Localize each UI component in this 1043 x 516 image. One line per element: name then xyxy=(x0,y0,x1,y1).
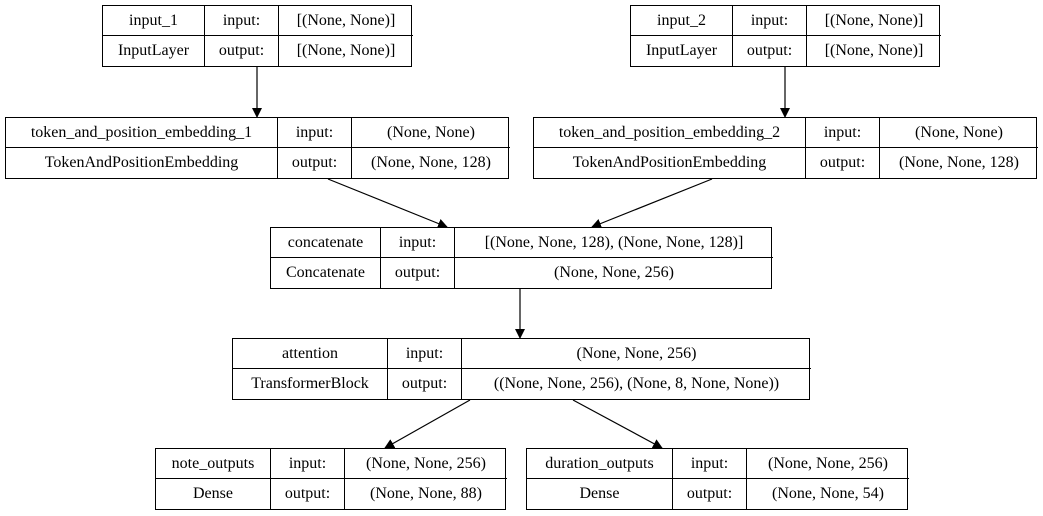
layer-name: token_and_position_embedding_2 xyxy=(534,118,806,148)
edge-attn-to-dur xyxy=(572,399,663,449)
input-shape: [(None, None, 128), (None, None, 128)] xyxy=(455,228,773,258)
input-label: input: xyxy=(381,228,455,258)
output-shape: [(None, None)] xyxy=(824,42,924,59)
output-shape: (None, None, 256) xyxy=(554,264,674,281)
input-label: input: xyxy=(271,449,345,479)
input-shape: (None, None, 256) xyxy=(747,449,909,479)
input-label: input: xyxy=(278,118,352,148)
layer-name: duration_outputs xyxy=(527,449,673,479)
edge-attn-to-note xyxy=(384,399,471,449)
layer-class: Dense xyxy=(156,479,271,509)
input-label: input: xyxy=(205,6,279,36)
input-label: input: xyxy=(733,6,807,36)
output-shape: (None, None, 54) xyxy=(772,485,884,502)
output-shape: [(None, None)] xyxy=(296,42,396,59)
input-shape: (None, None) xyxy=(352,118,510,148)
layer-class: InputLayer xyxy=(631,36,733,66)
layer-class: TokenAndPositionEmbedding xyxy=(6,148,278,178)
output-shape: ((None, None, 256), (None, 8, None, None… xyxy=(493,375,780,392)
output-label: output: xyxy=(278,148,352,178)
layer-name: concatenate xyxy=(271,228,381,258)
output-label: output: xyxy=(271,479,345,509)
input-label: input: xyxy=(806,118,880,148)
output-shape: (None, None, 128) xyxy=(371,154,491,171)
layer-class: InputLayer xyxy=(103,36,205,66)
layer-name: input_2 xyxy=(631,6,733,36)
output-label: output: xyxy=(205,36,279,66)
input-shape: (None, None, 256) xyxy=(345,449,507,479)
output-label: output: xyxy=(806,148,880,178)
input-shape: [(None, None)] xyxy=(279,6,413,36)
input-shape: [(None, None)] xyxy=(807,6,941,36)
input-shape: (None, None, 256) xyxy=(462,339,811,369)
input-label: input: xyxy=(673,449,747,479)
layer-name: note_outputs xyxy=(156,449,271,479)
layer-name: attention xyxy=(233,339,388,369)
edge-emb2-to-concat xyxy=(591,178,713,229)
output-label: output: xyxy=(381,258,455,288)
output-label: output: xyxy=(673,479,747,509)
layer-name: token_and_position_embedding_1 xyxy=(6,118,278,148)
layer-class: TokenAndPositionEmbedding xyxy=(534,148,806,178)
layer-class: TransformerBlock xyxy=(233,369,388,399)
output-shape: (None, None, 128) xyxy=(899,154,1019,171)
output-label: output: xyxy=(388,369,462,399)
input-shape: (None, None) xyxy=(880,118,1038,148)
layer-name: input_1 xyxy=(103,6,205,36)
layer-class: Concatenate xyxy=(271,258,381,288)
output-shape: (None, None, 88) xyxy=(370,485,482,502)
layer-class: Dense xyxy=(527,479,673,509)
output-label: output: xyxy=(733,36,807,66)
edge-emb1-to-concat xyxy=(327,178,448,229)
input-label: input: xyxy=(388,339,462,369)
